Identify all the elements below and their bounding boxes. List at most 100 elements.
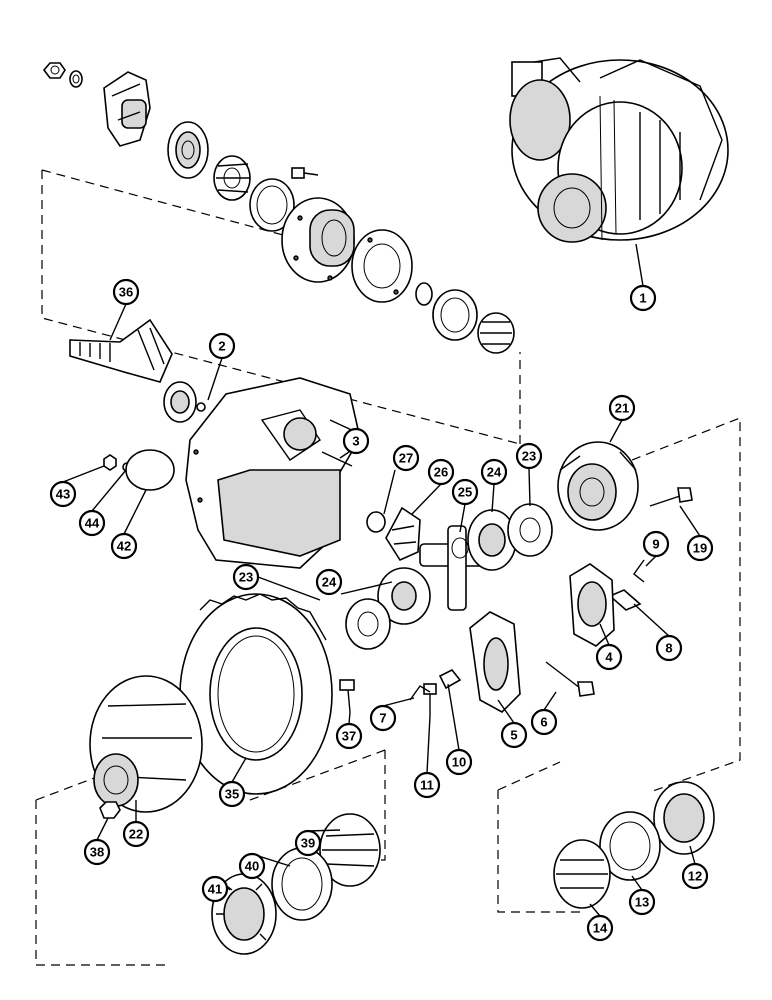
callout-40: 40 xyxy=(238,852,266,880)
callout-11: 11 xyxy=(413,771,441,799)
svg-text:4: 4 xyxy=(605,650,613,665)
differential-case xyxy=(89,675,203,813)
carrier-bearing-cone-39 xyxy=(319,813,381,887)
housing-bolt-19 xyxy=(649,487,693,507)
cotter-pin-9 xyxy=(633,559,645,583)
bearing-cap-4 xyxy=(569,563,615,647)
svg-text:39: 39 xyxy=(301,836,315,851)
svg-text:11: 11 xyxy=(420,778,434,793)
bearing-cup-13 xyxy=(599,811,661,881)
bearing-adjuster-41 xyxy=(211,873,277,955)
adjuster-ring-12 xyxy=(653,781,715,855)
callout-22: 22 xyxy=(122,820,150,848)
side-pinion-gear-26 xyxy=(385,506,421,562)
callout-13: 13 xyxy=(628,888,656,916)
pinion-rear-bearing-cone xyxy=(477,312,515,354)
callout-10: 10 xyxy=(445,748,473,776)
callout-23-right: 23 xyxy=(515,442,543,470)
svg-text:36: 36 xyxy=(119,285,133,300)
pinion-spacer xyxy=(415,282,433,306)
svg-text:9: 9 xyxy=(652,537,659,552)
callout-6: 6 xyxy=(530,708,558,736)
callout-36: 36 xyxy=(112,278,140,306)
pinion-rear-bearing-cup xyxy=(432,289,478,341)
callout-9: 9 xyxy=(642,530,670,558)
svg-text:24: 24 xyxy=(487,465,502,480)
callout-27: 27 xyxy=(392,444,420,472)
callout-24-left: 24 xyxy=(315,568,343,596)
svg-text:26: 26 xyxy=(434,465,448,480)
svg-text:12: 12 xyxy=(688,869,702,884)
side-gear-24-right xyxy=(467,509,517,571)
svg-text:6: 6 xyxy=(540,715,547,730)
thrust-washer-27 xyxy=(366,511,386,533)
svg-text:41: 41 xyxy=(208,882,222,897)
callout-25: 25 xyxy=(451,478,479,506)
pinion-washer xyxy=(69,70,83,88)
callout-4: 4 xyxy=(595,643,623,671)
inspection-cover xyxy=(125,449,175,491)
callout-19: 19 xyxy=(686,534,714,562)
callout-23-left: 23 xyxy=(232,563,260,591)
svg-text:42: 42 xyxy=(117,539,131,554)
callout-44: 44 xyxy=(78,509,106,537)
side-gear-thrust-washer-right xyxy=(507,503,553,557)
retainer-cap-screw xyxy=(291,167,319,179)
assembled-differential xyxy=(509,57,729,243)
svg-text:22: 22 xyxy=(129,827,143,842)
callout-39: 39 xyxy=(294,829,322,857)
bearing-cone-14 xyxy=(553,839,611,909)
retainer-shim-gasket xyxy=(351,229,413,303)
pinion-front-bearing-cone xyxy=(213,155,251,201)
callout-3: 3 xyxy=(342,427,370,455)
case-nut-38 xyxy=(99,801,121,819)
differential-lock-housing xyxy=(557,441,639,531)
inspection-cover-screw xyxy=(103,454,117,471)
pilot-bearing-snap-ring xyxy=(196,402,206,412)
pinion-oil-seal xyxy=(167,121,209,179)
svg-text:8: 8 xyxy=(665,641,672,656)
svg-text:35: 35 xyxy=(225,787,239,802)
callout-12: 12 xyxy=(681,862,709,890)
bearing-cap-bolt-6 xyxy=(545,661,595,697)
callout-5: 5 xyxy=(500,721,528,749)
callout-24-right: 24 xyxy=(480,458,508,486)
svg-text:2: 2 xyxy=(218,339,225,354)
callout-41: 41 xyxy=(201,875,229,903)
svg-text:37: 37 xyxy=(342,729,356,744)
svg-text:38: 38 xyxy=(90,845,104,860)
svg-text:27: 27 xyxy=(399,451,413,466)
svg-text:3: 3 xyxy=(352,434,359,449)
leader-lines xyxy=(62,243,701,917)
callout-1: 1 xyxy=(629,284,657,312)
svg-text:19: 19 xyxy=(693,541,707,556)
svg-text:14: 14 xyxy=(593,921,608,936)
svg-text:23: 23 xyxy=(239,570,253,585)
svg-text:43: 43 xyxy=(56,487,70,502)
ring-gear xyxy=(179,593,333,795)
callouts: 1 2 3 4 5 6 7 8 9 10 11 12 13 14 19 21 2… xyxy=(49,278,714,942)
svg-text:44: 44 xyxy=(85,516,100,531)
bearing-cap-5 xyxy=(469,611,521,713)
adjuster-lock-8 xyxy=(608,589,642,611)
svg-text:23: 23 xyxy=(522,449,536,464)
side-gear-thrust-washer-left xyxy=(345,598,391,650)
carrier-housing xyxy=(185,377,361,569)
svg-text:1: 1 xyxy=(639,291,646,306)
callout-26: 26 xyxy=(427,458,455,486)
ring-gear-bolt-37 xyxy=(339,679,355,713)
lock-plate-10 xyxy=(438,668,462,690)
pinion-yoke-flange xyxy=(103,71,151,147)
svg-text:7: 7 xyxy=(379,711,386,726)
drive-pinion xyxy=(69,318,173,383)
callout-37: 37 xyxy=(335,722,363,750)
cotter-7 xyxy=(409,685,431,701)
callout-14: 14 xyxy=(586,914,614,942)
callout-35: 35 xyxy=(218,780,246,808)
callout-38: 38 xyxy=(83,838,111,866)
pinion-pilot-bearing xyxy=(163,381,197,423)
callout-2: 2 xyxy=(208,332,236,360)
pinion-front-bearing-cup xyxy=(249,178,295,232)
callout-42: 42 xyxy=(110,532,138,560)
svg-text:10: 10 xyxy=(452,755,466,770)
